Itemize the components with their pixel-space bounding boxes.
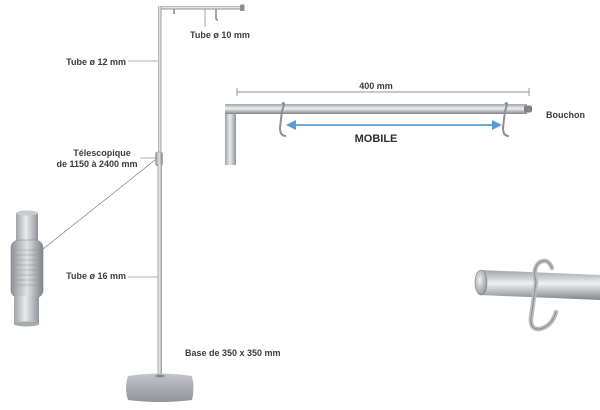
crossbar-end-cap — [240, 4, 245, 11]
leader-detail — [37, 159, 156, 254]
telescopic-joint — [155, 151, 163, 167]
label-tube-16: Tube ø 16 mm — [66, 271, 126, 281]
label-telescopic-line2: de 1150 à 2400 mm — [56, 159, 137, 169]
pole-upper-12mm — [158, 6, 162, 156]
hook-closeup — [474, 258, 600, 332]
detail-collar-grip — [14, 249, 40, 286]
label-tube-top: Tube ø 10 mm — [190, 30, 250, 40]
stand-base — [126, 373, 194, 402]
detail-bar — [225, 104, 527, 114]
label-cap: Bouchon — [546, 110, 585, 120]
pole-lower-16mm — [157, 164, 162, 374]
leader-lines — [37, 9, 206, 278]
detail-tube-bottom-end — [14, 321, 39, 327]
label-length: 400 mm — [359, 81, 393, 91]
detail-collar — [10, 239, 44, 299]
detail-tube-upper — [16, 213, 38, 247]
detail-tube-lower — [14, 296, 39, 324]
double-headed-arrow-icon — [286, 120, 502, 130]
base-socket — [155, 374, 165, 378]
label-base: Base de 350 x 350 mm — [185, 348, 281, 358]
label-mobile: MOBILE — [355, 133, 398, 145]
label-tube-12: Tube ø 12 mm — [66, 57, 126, 67]
closeup-bar — [480, 270, 600, 300]
detail-post — [225, 105, 236, 165]
main-stand — [126, 4, 245, 402]
top-crossbar — [158, 6, 244, 10]
detail-tube-top-end — [16, 210, 38, 216]
crossbar-hook-right — [215, 9, 219, 21]
labels: Tube ø 10 mm Tube ø 12 mm Télescopique d… — [56, 30, 280, 358]
crossbar-detail: 400 mm Bouchon MOBILE — [225, 81, 585, 165]
detail-hook-right — [501, 101, 510, 137]
label-telescopic-line1: Télescopique — [73, 148, 131, 158]
closeup-hook-outline — [530, 260, 557, 330]
telescopic-detail — [10, 210, 44, 327]
closeup-bar-end — [474, 269, 488, 296]
detail-hook-left — [278, 101, 287, 137]
detail-end-cap — [524, 105, 532, 113]
